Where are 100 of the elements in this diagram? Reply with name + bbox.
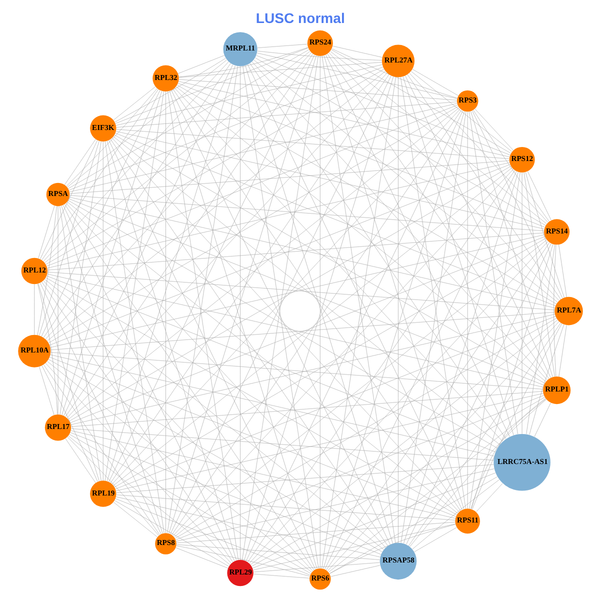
- node-circle: RPL7A: [554, 296, 582, 326]
- connector: [46, 361, 312, 572]
- connector: [253, 60, 558, 302]
- connector: [178, 81, 510, 158]
- connector: [325, 54, 510, 437]
- node-circle: MRPL11: [222, 32, 257, 66]
- diagram-title: LUSC normal: [255, 10, 344, 26]
- node-circle: RPS12: [508, 146, 534, 173]
- connector: [468, 172, 520, 509]
- connector: [67, 49, 309, 189]
- node-circle: RPL12: [20, 258, 48, 284]
- node-circle: RPL19: [90, 480, 116, 507]
- connector: [104, 141, 164, 534]
- node-circle: RPLP1: [542, 376, 570, 404]
- connector: [69, 195, 544, 232]
- connector: [247, 64, 462, 510]
- connector: [114, 316, 556, 490]
- connector: [254, 58, 546, 226]
- connector: [108, 140, 316, 570]
- connector: [40, 282, 161, 534]
- connector: [70, 314, 554, 425]
- connector: [256, 52, 457, 99]
- connector: [332, 46, 382, 58]
- connector: [330, 51, 546, 224]
- connector: [521, 172, 522, 434]
- connector: [66, 60, 226, 188]
- connector: [476, 483, 502, 512]
- connector: [68, 436, 230, 565]
- connector: [528, 324, 564, 435]
- connector: [38, 366, 54, 416]
- connector: [175, 395, 544, 540]
- connector: [70, 430, 455, 519]
- connector: [410, 71, 512, 152]
- connector: [256, 44, 307, 48]
- node-circle: RPS24: [306, 30, 332, 56]
- connector: [41, 282, 233, 562]
- connector: [331, 48, 457, 98]
- connector: [64, 204, 314, 570]
- connector: [251, 397, 544, 567]
- connector: [66, 88, 157, 186]
- connector: [526, 244, 555, 434]
- connector: [114, 133, 556, 306]
- connector: [36, 206, 56, 336]
- connector: [328, 476, 497, 574]
- connector: [114, 134, 544, 384]
- connector: [66, 436, 158, 536]
- node-circle: RPS14: [544, 219, 570, 245]
- connector: [47, 272, 554, 310]
- node-circle: RPS11: [454, 508, 480, 534]
- connector: [174, 240, 546, 538]
- connector: [176, 84, 556, 304]
- connector: [68, 196, 554, 308]
- connector: [553, 244, 556, 377]
- connector: [252, 562, 380, 572]
- connector: [406, 243, 551, 545]
- connector: [328, 398, 546, 572]
- connector: [178, 47, 308, 78]
- connector: [470, 244, 553, 510]
- connector: [112, 168, 512, 486]
- connector: [115, 496, 380, 558]
- connector: [408, 322, 560, 546]
- connector: [116, 129, 509, 159]
- connector: [524, 172, 564, 298]
- connector: [66, 202, 458, 514]
- connector: [176, 546, 310, 576]
- connector: [116, 102, 456, 128]
- connector: [323, 55, 464, 510]
- connector: [64, 54, 312, 417]
- connector: [50, 234, 544, 348]
- connector: [174, 318, 556, 539]
- connector: [176, 86, 546, 382]
- node-circle: RPL29: [226, 560, 253, 586]
- connector: [523, 172, 554, 377]
- connector: [326, 242, 550, 570]
- connector: [67, 200, 497, 448]
- connector: [470, 398, 546, 510]
- node-circle: RPL27A: [381, 44, 414, 78]
- connector: [472, 323, 562, 510]
- connector: [59, 141, 101, 415]
- node-circle: RPS6: [309, 568, 330, 590]
- connector: [527, 171, 551, 220]
- connector: [165, 92, 166, 534]
- connector: [245, 110, 463, 562]
- connector: [468, 111, 518, 434]
- node-circle: RPSAP58: [379, 542, 416, 580]
- connector: [68, 108, 459, 420]
- connector: [176, 544, 380, 560]
- connector: [108, 54, 314, 482]
- connector: [256, 50, 382, 61]
- connector: [178, 62, 382, 78]
- connector: [50, 354, 494, 456]
- connector: [249, 63, 506, 439]
- connector: [400, 112, 466, 544]
- connector: [326, 321, 559, 572]
- connector: [412, 479, 499, 550]
- connector: [38, 283, 99, 482]
- connector: [114, 48, 308, 124]
- connector: [328, 52, 559, 301]
- connector: [534, 402, 550, 437]
- connector: [42, 62, 228, 262]
